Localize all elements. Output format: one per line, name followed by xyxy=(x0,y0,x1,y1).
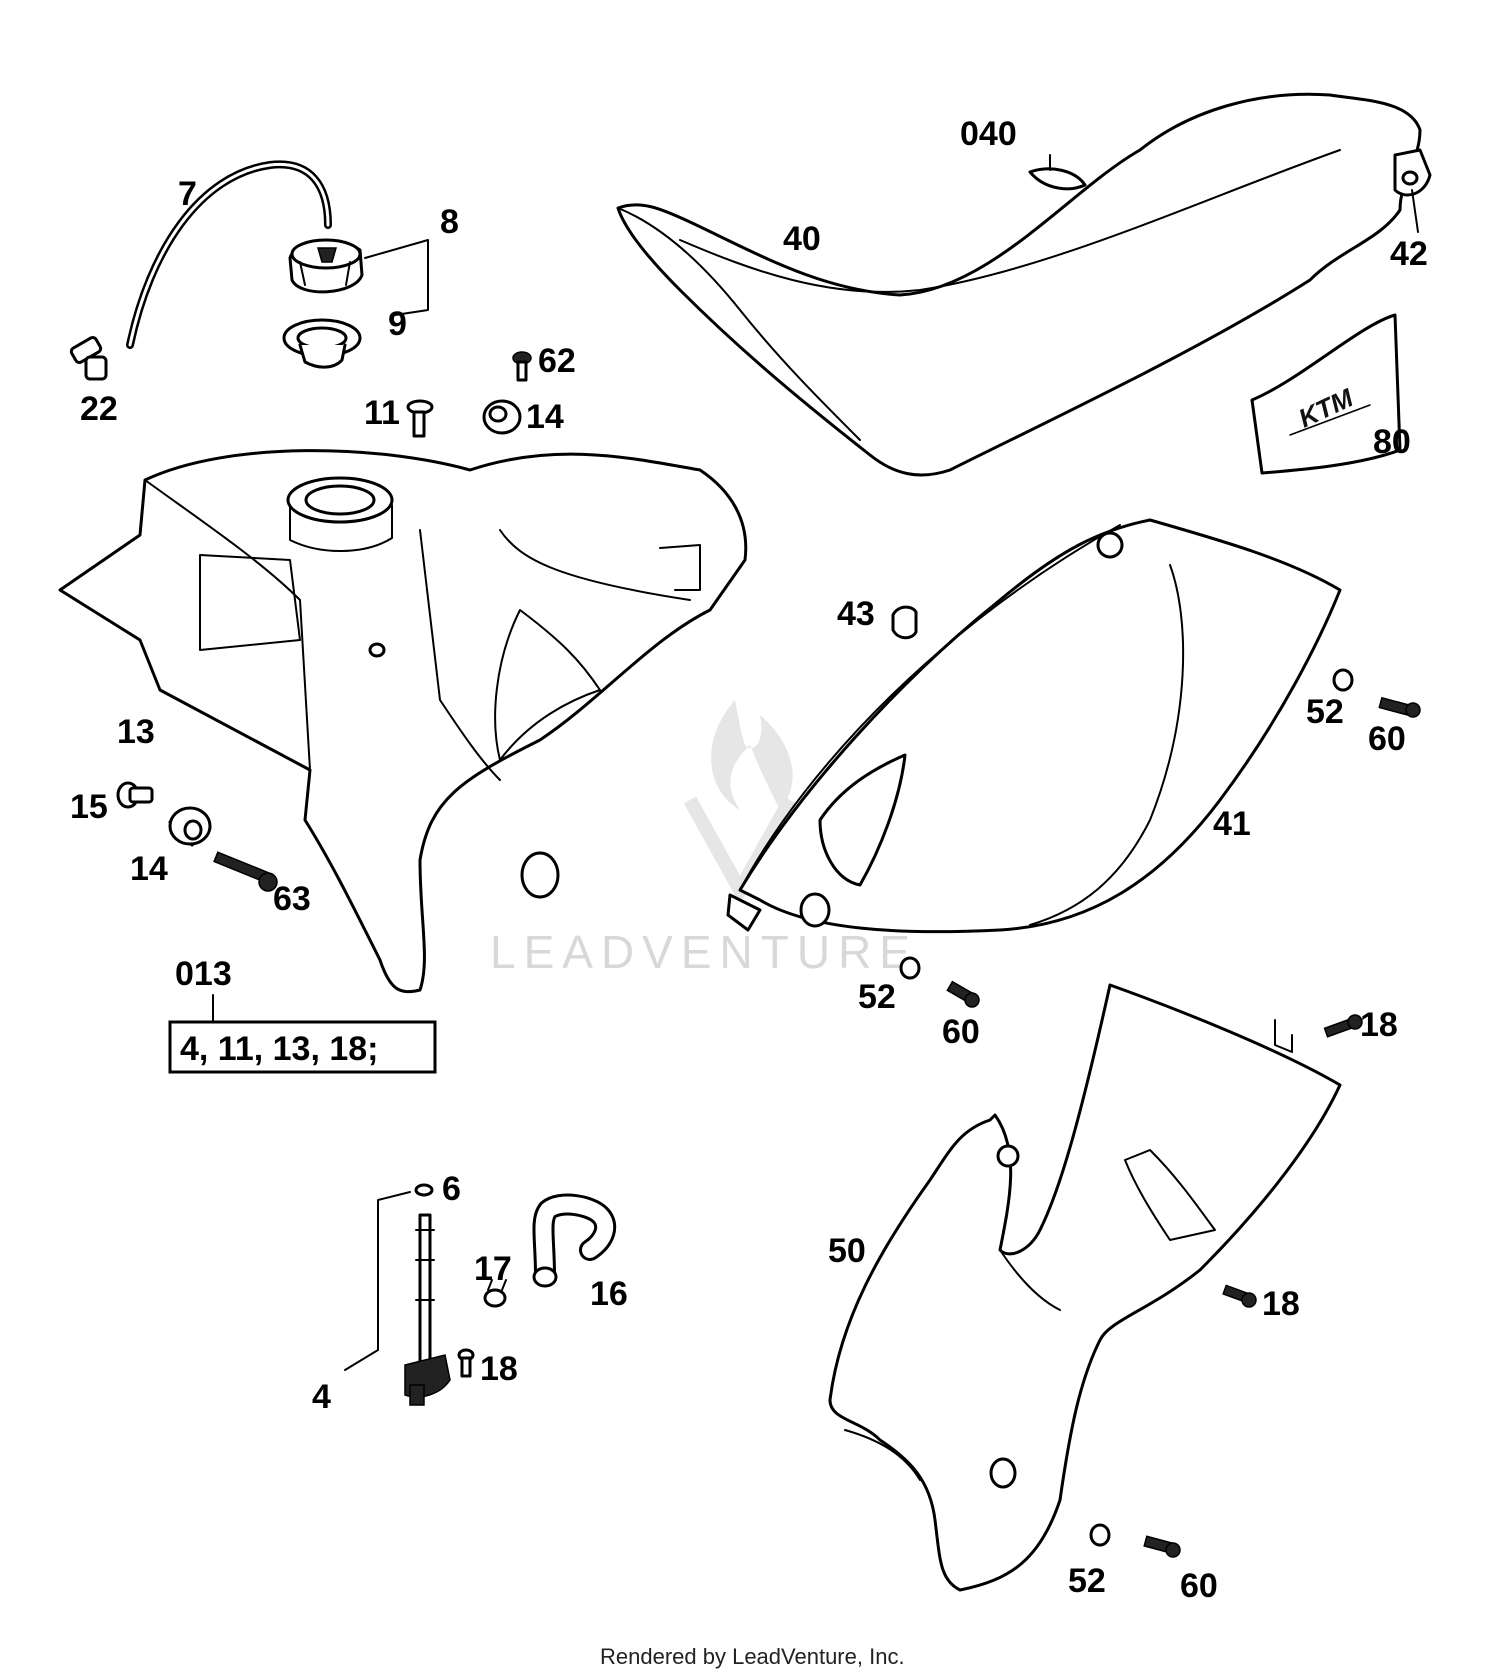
seat-bracket-42[interactable] xyxy=(1393,148,1432,197)
label-62: 62 xyxy=(538,342,576,380)
rubber-bushing-14-lower[interactable] xyxy=(168,806,212,847)
label-41: 41 xyxy=(1213,805,1251,843)
screw-62[interactable] xyxy=(512,351,532,382)
leader-8-9 xyxy=(364,239,429,316)
leader-4-6 xyxy=(344,1191,411,1371)
label-14-lower: 14 xyxy=(130,850,168,888)
watermark-text: LEADVENTURE xyxy=(490,926,918,978)
side-panel-50[interactable] xyxy=(828,983,1342,1592)
label-11: 11 xyxy=(364,394,400,432)
bolt-63[interactable] xyxy=(213,851,278,892)
side-cover-41[interactable] xyxy=(726,518,1342,934)
label-15: 15 xyxy=(70,788,108,826)
washer-52-lower[interactable] xyxy=(1089,1523,1111,1547)
label-040: 040 xyxy=(960,115,1017,153)
label-60-lower: 60 xyxy=(1180,1567,1218,1605)
label-63: 63 xyxy=(273,880,311,918)
label-60-middle: 60 xyxy=(942,1013,980,1051)
washer-52-middle[interactable] xyxy=(899,956,921,980)
label-6: 6 xyxy=(442,1170,461,1208)
kit-013: 013 4, 11, 13, 18; xyxy=(168,955,437,1074)
fuel-tank-13[interactable] xyxy=(58,449,748,994)
bolt-60-upper[interactable] xyxy=(1378,696,1421,718)
screw-11[interactable] xyxy=(406,399,434,438)
label-43: 43 xyxy=(837,595,875,633)
fuel-cap-8[interactable] xyxy=(288,238,364,294)
cap-gasket-9[interactable] xyxy=(282,318,362,369)
label-52-middle: 52 xyxy=(858,978,896,1016)
label-18-upper: 18 xyxy=(1360,1006,1398,1044)
label-16: 16 xyxy=(590,1275,628,1313)
elbow-fitting-22[interactable] xyxy=(69,336,108,381)
label-42: 42 xyxy=(1390,235,1428,273)
kit-box xyxy=(168,1020,437,1074)
ktm-decal-80[interactable]: KTM xyxy=(1250,313,1402,475)
label-18-middle: 18 xyxy=(1262,1285,1300,1323)
label-50: 50 xyxy=(828,1232,866,1270)
screw-18-lower[interactable] xyxy=(457,1348,475,1378)
bolt-60-middle[interactable] xyxy=(946,980,980,1008)
kit-number: 013 xyxy=(175,955,232,993)
label-80: 80 xyxy=(1373,423,1411,461)
label-52-lower: 52 xyxy=(1068,1562,1106,1600)
label-13: 13 xyxy=(117,713,155,751)
kit-contents: 4, 11, 13, 18; xyxy=(180,1030,379,1068)
spacer-43[interactable] xyxy=(891,605,918,640)
label-9: 9 xyxy=(388,305,407,343)
label-18-lower: 18 xyxy=(480,1350,518,1388)
washer-52-upper[interactable] xyxy=(1332,668,1354,692)
screw-18-upper[interactable] xyxy=(1323,1014,1363,1038)
label-14-top: 14 xyxy=(526,398,564,436)
label-7: 7 xyxy=(178,175,197,213)
label-40: 40 xyxy=(783,220,821,258)
label-52-upper: 52 xyxy=(1306,693,1344,731)
watermark: LEADVENTURE xyxy=(490,700,918,978)
label-4: 4 xyxy=(312,1378,331,1416)
part-labels: 7 8 9 22 62 11 14 040 40 42 80 13 43 52 … xyxy=(70,115,1428,1605)
hose-16[interactable] xyxy=(532,1193,617,1288)
leader-lines xyxy=(1049,154,1419,233)
label-60-upper: 60 xyxy=(1368,720,1406,758)
bolt-60-lower[interactable] xyxy=(1143,1535,1181,1558)
label-8: 8 xyxy=(440,203,459,241)
bolt-15[interactable] xyxy=(116,781,154,809)
o-ring-6[interactable] xyxy=(414,1183,434,1197)
fuel-tap-4[interactable] xyxy=(404,1213,451,1406)
footer-credit: Rendered by LeadVenture, Inc. xyxy=(600,1644,905,1669)
hose-clamp-17[interactable] xyxy=(483,1279,507,1308)
label-17: 17 xyxy=(474,1250,512,1288)
screw-18-middle[interactable] xyxy=(1222,1284,1257,1308)
label-22: 22 xyxy=(80,390,118,428)
rubber-bushing-14-top[interactable] xyxy=(482,399,522,435)
